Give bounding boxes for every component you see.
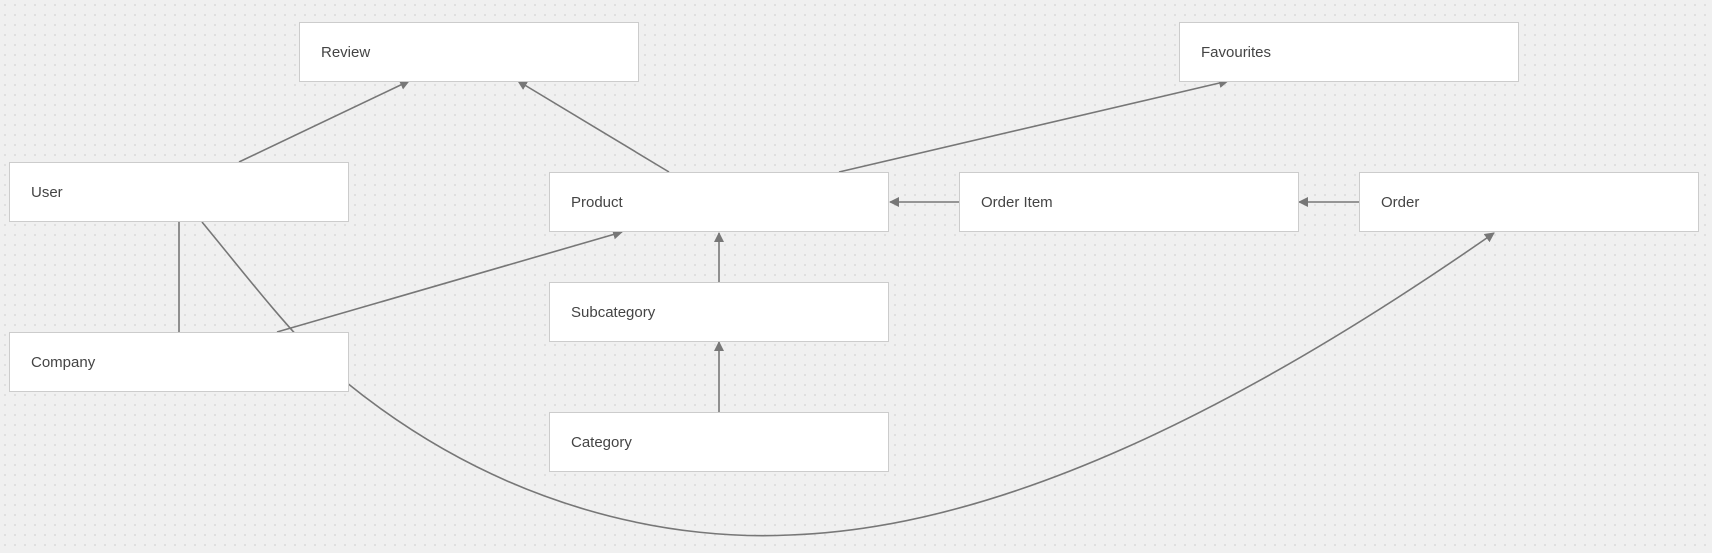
edge-company-to-product xyxy=(276,229,623,333)
node-favourites[interactable]: Favourites xyxy=(1179,22,1519,82)
node-company[interactable]: Company xyxy=(9,332,349,392)
node-review[interactable]: Review xyxy=(299,22,639,82)
node-label: Favourites xyxy=(1201,43,1272,61)
edge-product-to-review xyxy=(517,80,670,173)
edge-user-to-order xyxy=(201,221,1495,537)
node-label: Product xyxy=(571,193,623,211)
node-label: Order xyxy=(1381,193,1420,211)
node-label: Category xyxy=(571,433,632,451)
node-user[interactable]: User xyxy=(9,162,349,222)
node-product[interactable]: Product xyxy=(549,172,889,232)
node-label: Review xyxy=(321,43,371,61)
node-label: Subcategory xyxy=(571,303,656,321)
edge-user-to-review xyxy=(238,80,410,163)
edge-product-to-favourites xyxy=(838,78,1229,173)
node-label: Company xyxy=(31,353,96,371)
node-subcategory[interactable]: Subcategory xyxy=(549,282,889,342)
node-label: Order Item xyxy=(981,193,1053,211)
node-category[interactable]: Category xyxy=(549,412,889,472)
node-order-item[interactable]: Order Item xyxy=(959,172,1299,232)
node-label: User xyxy=(31,183,63,201)
node-order[interactable]: Order xyxy=(1359,172,1699,232)
